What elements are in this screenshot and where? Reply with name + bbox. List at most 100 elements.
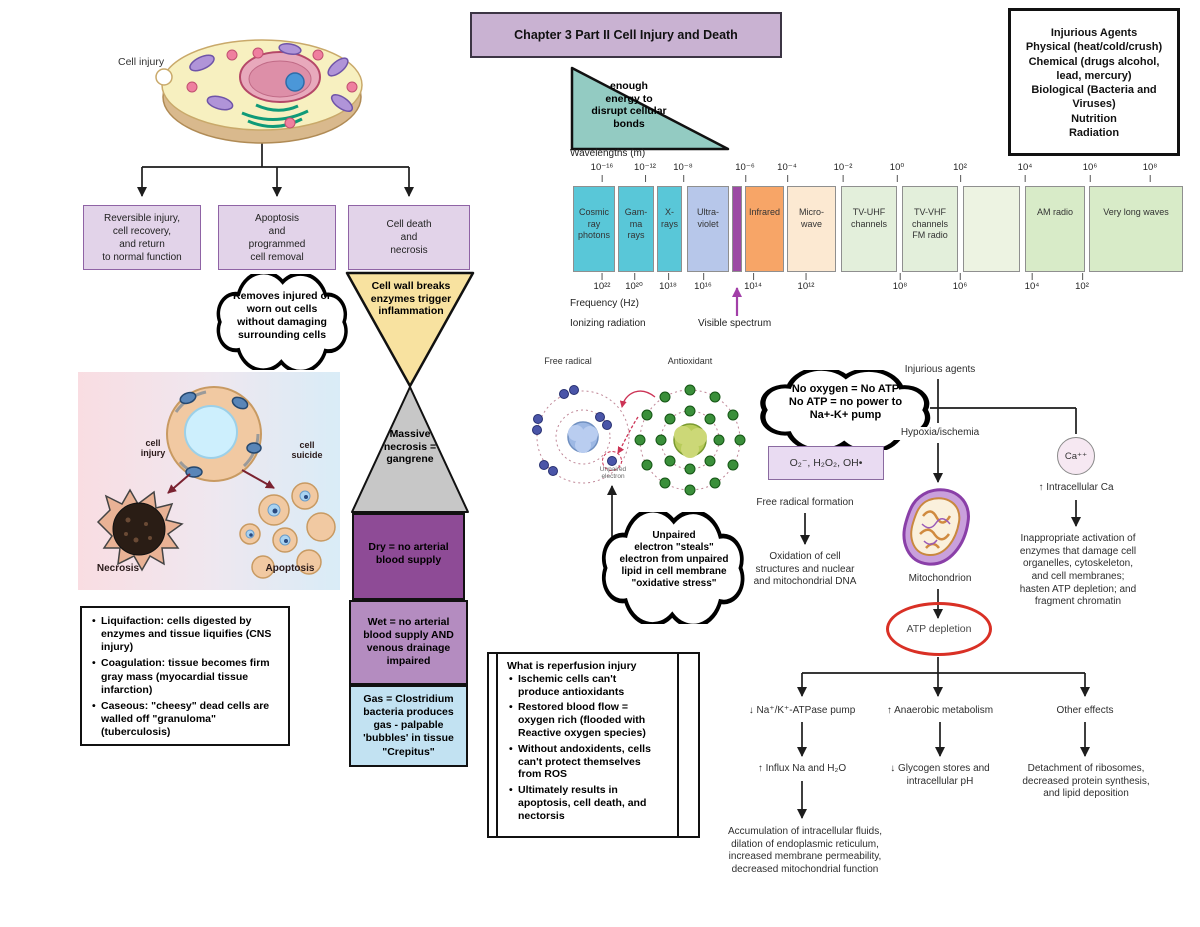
- ca-effects-text: Inappropriate activation of enzymes that…: [1019, 533, 1137, 608]
- wavelength-tick: 10⁴: [1017, 162, 1033, 182]
- cell-illustration: [155, 39, 363, 144]
- wavelength-tick: 10⁰: [889, 162, 905, 182]
- band-microwave: Micro- wave: [787, 186, 836, 272]
- antioxidant-label: Antioxidant: [667, 356, 713, 366]
- band-tv-uhf: TV-UHF channels: [841, 186, 897, 272]
- outcome-apoptosis: Apoptosis and programmed cell removal: [218, 205, 336, 270]
- page-title: Chapter 3 Part II Cell Injury and Death: [470, 12, 782, 58]
- wavelength-tick: 10⁻⁴: [777, 162, 797, 182]
- intracellular-ca-label: ↑ Intracellular Ca: [1038, 482, 1114, 493]
- frequency-tick: 10¹²: [797, 273, 815, 292]
- atp-branch-line: [802, 657, 1085, 674]
- wavelength-tick: 10⁻¹⁶: [590, 162, 614, 182]
- band-ultraviolet: Ultra- violet: [687, 186, 729, 272]
- frequency-tick: 10²²: [593, 273, 611, 292]
- reperfusion-bullet: Ischemic cells can't produce antioxidant…: [507, 673, 668, 699]
- frequency-tick: 10¹⁴: [744, 273, 762, 292]
- mitochondrion-illustration: [902, 488, 970, 566]
- frequency-tick: 10⁴: [1024, 273, 1040, 292]
- funnel-yellow-triangle: [345, 271, 475, 388]
- band-tv-vhf: TV-VHF channels FM radio: [902, 186, 958, 272]
- unpaired-electron-caption: Unpaired electron: [599, 466, 627, 480]
- frequency-tick: 10⁸: [892, 273, 908, 292]
- gangrene-wet-box: Wet = no arterial blood supply AND venou…: [349, 600, 468, 685]
- band-very-long-waves: Very long waves: [1089, 186, 1183, 272]
- visible-spectrum-label: Visible spectrum: [698, 318, 772, 329]
- electron-donation-arrow: [619, 390, 656, 408]
- band-xrays: X- rays: [657, 186, 682, 272]
- wavelength-tick: 10⁻⁶: [735, 162, 755, 182]
- other-effects-label: Other effects: [1056, 705, 1114, 716]
- wavelength-tick: 10⁻⁸: [673, 162, 693, 182]
- gangrene-dry-box: Dry = no arterial blood supply: [352, 513, 465, 600]
- golgi-apparatus: [241, 103, 309, 128]
- frequency-tick: 10⁶: [952, 273, 968, 292]
- band-infrared: Infrared: [745, 186, 784, 272]
- wavelength-tick: 10⁶: [1082, 162, 1098, 182]
- no-atp-cloud: [760, 370, 931, 450]
- reperfusion-bullet: Ultimately results in apoptosis, cell de…: [507, 784, 668, 822]
- ribosomes-text: Detachment of ribosomes, decreased prote…: [1022, 763, 1150, 800]
- frequency-tick: 10²: [1075, 273, 1089, 292]
- pattern-caseous: Caseous: "cheesy" dead cells are walled …: [90, 700, 282, 739]
- atom-figure: [532, 384, 746, 496]
- reperfusion-box: What is reperfusion injury Ischemic cell…: [487, 652, 700, 838]
- atp-depletion-oval: ATP depletion: [886, 602, 992, 656]
- mitochondrion-label: Mitochondrion: [908, 573, 972, 584]
- outcome-reversible-injury: Reversible injury, cell recovery, and re…: [83, 205, 201, 270]
- necrosis-patterns-box: Liquifaction: cells digested by enzymes …: [80, 606, 290, 746]
- funnel-top-text: Cell wall breaks enzymes trigger inflamm…: [370, 280, 452, 318]
- apoptosis-note-text: Removes injured or worn out cells withou…: [232, 290, 332, 342]
- band-unlabeled: [963, 186, 1020, 272]
- frequency-tick: 10²⁰: [625, 273, 643, 292]
- influx-label: ↑ Influx Na and H₂O: [757, 763, 847, 774]
- na-k-pump-label: ↓ Na⁺/K⁺-ATPase pump: [748, 705, 856, 716]
- energy-triangle: [570, 66, 730, 151]
- funnel-bottom-text: Massive necrosis = gangrene: [383, 428, 437, 466]
- hypoxia-label: Hypoxia/ischemia: [888, 427, 992, 440]
- band-visible: [732, 186, 742, 272]
- ionizing-radiation-label: Ionizing radiation: [570, 318, 646, 329]
- calcium-circle: Ca⁺⁺: [1057, 437, 1095, 475]
- reperfusion-header: What is reperfusion injury: [507, 660, 637, 672]
- glycogen-label: ↓ Glycogen stores and intracellular pH: [890, 763, 990, 787]
- antioxidant-nucleus: [673, 423, 707, 458]
- ros-box: O₂⁻, H₂O₂, OH•: [768, 446, 884, 480]
- energy-triangle-text: enough energy to disrupt cellular bonds: [591, 80, 667, 130]
- gangrene-gas-box: Gas = Clostridium bacteria produces gas …: [349, 685, 468, 767]
- wavelength-tick: 10⁻¹²: [634, 162, 656, 182]
- free-radical-label: Free radical: [544, 356, 592, 366]
- wavelength-axis-label: Wavelengths (m): [570, 148, 646, 159]
- necrosis-funnel: [345, 271, 475, 513]
- free-radical-electrons: [532, 385, 617, 476]
- vesicles: [186, 47, 358, 129]
- pattern-liquifaction: Liquifaction: cells digested by enzymes …: [90, 615, 282, 654]
- nucleolus: [285, 72, 305, 92]
- necrosis-label: Necrosis: [96, 563, 140, 574]
- necrosis-apoptosis-image: [78, 372, 340, 590]
- reperfusion-bullet: Restored blood flow = oxygen rich (flood…: [507, 701, 668, 739]
- wavelength-tick: 10⁸: [1142, 162, 1158, 182]
- cell-notch: [155, 68, 173, 86]
- unpaired-electron-highlight: [602, 451, 622, 471]
- antioxidant-electrons: [634, 384, 746, 496]
- wavelength-tick: 10²: [953, 162, 967, 182]
- oxidative-stress-cloud: [601, 512, 745, 624]
- band-cosmic-ray: Cosmic ray photons: [573, 186, 615, 272]
- free-radical-nucleus: [567, 421, 599, 453]
- oxidation-label: Oxidation of cell structures and nuclear…: [753, 551, 857, 588]
- wavelength-tick: 10⁻²: [833, 162, 853, 182]
- funnel-gray-triangle: [351, 386, 469, 513]
- band-gamma: Gam- ma rays: [618, 186, 654, 272]
- pattern-coagulation: Coagulation: tissue becomes firm gray ma…: [90, 657, 282, 696]
- cell-injury-caption: Cell injury: [118, 56, 165, 68]
- apoptosis-label: Apoptosis: [265, 563, 315, 574]
- free-radical-formation-label: Free radical formation: [756, 497, 854, 508]
- mitochondria: [189, 42, 354, 112]
- oxidative-stress-text: Unpaired electron "steals" electron from…: [619, 530, 729, 589]
- cell-injury-arrow-label: cell injury: [140, 438, 166, 458]
- frequency-tick: 10¹⁸: [659, 273, 677, 292]
- apoptosis-note-cloud: [216, 274, 348, 370]
- frequency-tick: 10¹⁶: [694, 273, 712, 292]
